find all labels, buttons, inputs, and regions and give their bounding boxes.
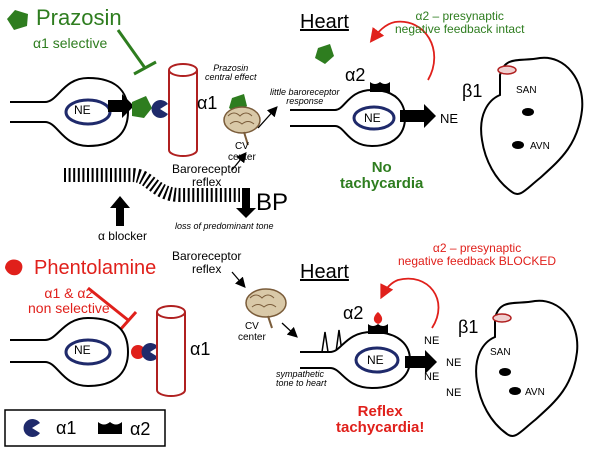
- bottom-outcome-label: Reflex tachycardia!: [336, 403, 425, 436]
- bottom-feedback-arrow: [380, 277, 440, 329]
- phentolamine-title: Phentolamine: [34, 257, 157, 279]
- legend-alpha2-icon: [98, 422, 122, 434]
- top-heart-neuron: [290, 88, 407, 148]
- bottom-baroreceptor-reflex-label: Baroreceptor reflex: [172, 249, 242, 276]
- prazosin-selectivity: α1 selective: [33, 35, 108, 51]
- top-beta1-label: β1: [462, 81, 483, 101]
- bottom-alpha2-label: α2: [343, 303, 364, 323]
- top-alpha2-note: α2 – presynaptic negative feedback intac…: [395, 9, 525, 36]
- phentolamine-inhibition-line: [87, 286, 138, 331]
- top-alpha2-receptor-icon: [370, 82, 390, 92]
- top-brain-icon: [223, 106, 261, 146]
- top-heart-icon: [480, 56, 584, 196]
- middle-baroreceptor-reflex-label: Baroreceptor reflex: [172, 162, 242, 189]
- top-free-prazosin-icon: [315, 44, 334, 64]
- top-cv-center-label: CV center: [228, 141, 256, 163]
- cv-to-heart-arrow: [281, 322, 298, 338]
- top-heart-title: Heart: [300, 11, 349, 33]
- alpha-blocker-arrow: [110, 196, 130, 226]
- top-outcome-label: No tachycardia: [340, 159, 424, 192]
- top-release-arrow: [108, 94, 134, 118]
- top-feedback-arrow: [369, 20, 436, 81]
- legend-alpha1-label: α1: [56, 418, 77, 438]
- alpha-blocker-label: α blocker: [98, 229, 147, 243]
- ne-release-label-2: NE: [446, 357, 462, 369]
- bottom-bound-phentolamine-icon: [131, 345, 145, 359]
- top-ne-release-label: NE: [440, 111, 459, 126]
- bottom-alpha1-cell: [156, 305, 186, 397]
- bottom-beta1-label: β1: [458, 317, 479, 337]
- central-effect-label: Prazosin central effect: [205, 63, 257, 83]
- top-san-label: SAN: [516, 85, 537, 96]
- prazosin-inhibition-line: [116, 29, 157, 76]
- top-alpha2-label: α2: [345, 65, 366, 85]
- prazosin-title: Prazosin: [36, 5, 122, 30]
- bottom-heart-title: Heart: [300, 261, 349, 283]
- bottom-heart-release-arrow: [405, 350, 437, 374]
- bottom-heart-icon: [475, 299, 579, 438]
- top-alpha1-label: α1: [197, 93, 218, 113]
- top-neuron-label: NE: [74, 103, 91, 117]
- bottom-alpha1-label: α1: [190, 339, 211, 359]
- phentolamine-icon: [5, 259, 23, 276]
- bottom-alpha2-note: α2 – presynaptic negative feedback BLOCK…: [398, 241, 557, 268]
- legend-box: [4, 409, 166, 447]
- bottom-reflex-arrow: [231, 271, 246, 288]
- hatched-bar: [64, 168, 240, 202]
- prazosin-bound-icon: [132, 96, 152, 118]
- ne-release-label-3: NE: [424, 371, 440, 383]
- bp-label: BP: [256, 189, 289, 216]
- bottom-brain-icon: [245, 288, 287, 329]
- sympathetic-tone-label: sympathetic tone to heart: [276, 369, 327, 389]
- top-reflex-arrow: [231, 151, 247, 171]
- baroreceptor-response-label: little baroreceptor response: [270, 87, 340, 107]
- bp-down-arrow: [236, 188, 256, 218]
- bottom-neuron: [10, 316, 130, 388]
- bottom-neuron-label: NE: [74, 343, 91, 357]
- bottom-avn-label: AVN: [525, 387, 545, 398]
- legend-alpha1-icon: [23, 419, 40, 437]
- legend-alpha2-label: α2: [130, 419, 151, 439]
- bottom-heart-neuron-label: NE: [367, 353, 384, 367]
- tone-loss-label: loss of predominant tone: [175, 221, 274, 231]
- top-heart-release-arrow: [400, 104, 436, 128]
- ne-release-label-4: NE: [446, 387, 462, 399]
- phentolamine-selectivity: α1 & α2 non selective: [28, 285, 110, 316]
- ne-release-label-1: NE: [424, 335, 440, 347]
- bottom-cv-center-label: CV center: [238, 321, 266, 343]
- bottom-alpha1-receptor-icon: [141, 343, 158, 362]
- top-alpha1-cell: [168, 63, 198, 157]
- top-avn-label: AVN: [530, 141, 550, 152]
- bottom-alpha2-receptor-icon: [368, 324, 388, 334]
- bottom-heart-neuron: [300, 330, 412, 390]
- central-effect-arrow: [257, 106, 278, 129]
- bottom-bound-phentolamine-drop-icon: [373, 312, 383, 324]
- bottom-san-label: SAN: [490, 347, 511, 358]
- top-alpha1-receptor-icon: [151, 99, 168, 119]
- prazosin-icon: [7, 10, 28, 30]
- top-heart-neuron-label: NE: [364, 111, 381, 125]
